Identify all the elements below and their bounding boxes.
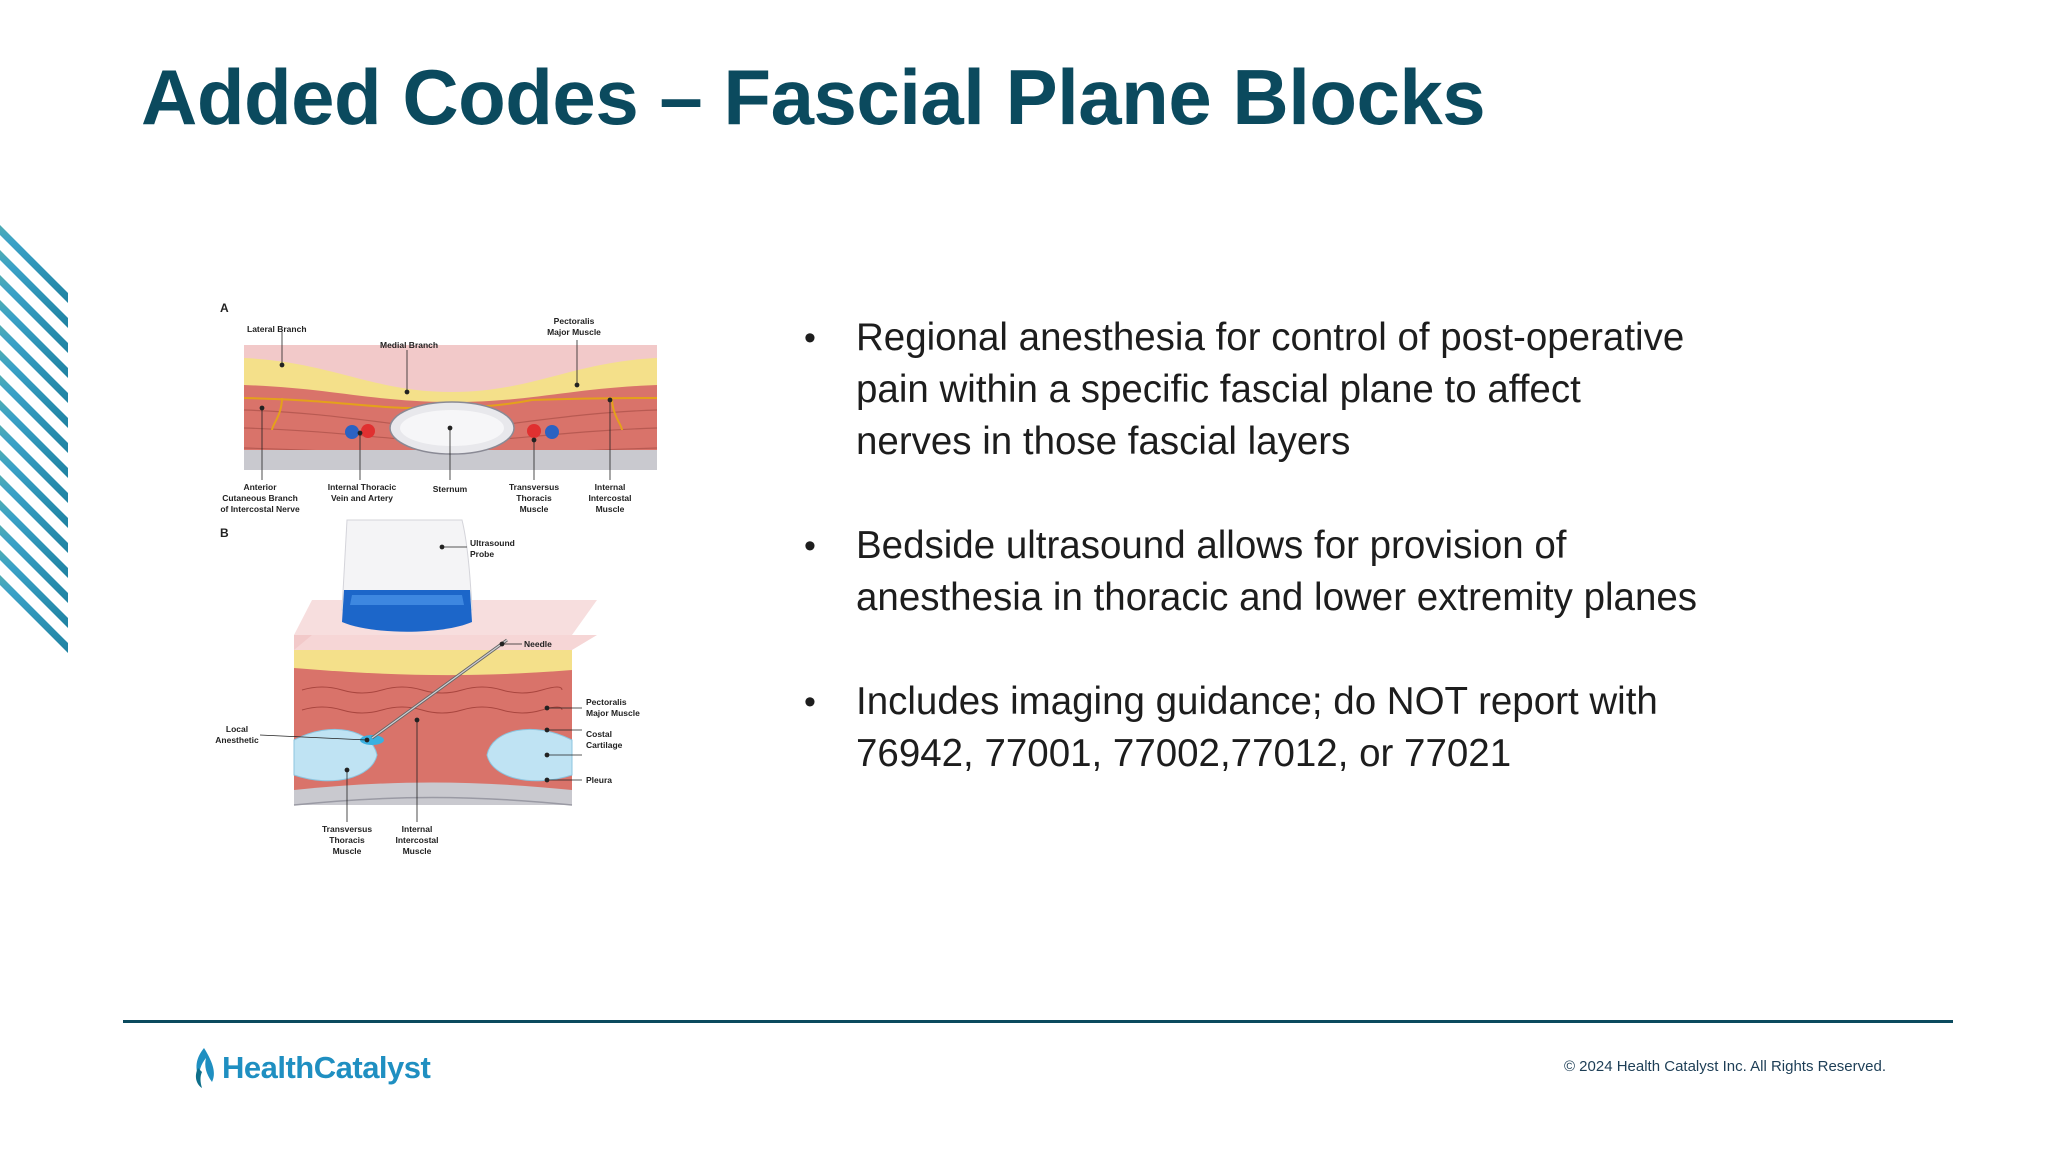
svg-text:Probe: Probe bbox=[470, 549, 494, 559]
svg-text:Muscle: Muscle bbox=[403, 846, 432, 855]
bullet-item: • Regional anesthesia for control of post… bbox=[800, 312, 1700, 468]
svg-text:Intercostal: Intercostal bbox=[589, 493, 632, 503]
svg-text:Internal: Internal bbox=[595, 482, 626, 492]
svg-text:Intercostal: Intercostal bbox=[396, 835, 439, 845]
bullet-dot: • bbox=[804, 527, 816, 565]
decorative-stripes bbox=[0, 220, 68, 655]
svg-text:Muscle: Muscle bbox=[596, 504, 625, 514]
svg-text:Major Muscle: Major Muscle bbox=[586, 708, 640, 718]
svg-text:of Intercostal Nerve: of Intercostal Nerve bbox=[220, 504, 300, 514]
svg-text:Pectoralis: Pectoralis bbox=[586, 697, 627, 707]
flame-icon bbox=[195, 1048, 214, 1088]
anatomy-figure: A Lateral Branch Medial Bra bbox=[215, 301, 658, 855]
svg-text:Pleura: Pleura bbox=[586, 775, 612, 785]
bullet-text: Regional anesthesia for control of post-… bbox=[856, 316, 1685, 463]
footer-divider bbox=[123, 1020, 1953, 1023]
svg-text:Thoracis: Thoracis bbox=[516, 493, 552, 503]
bullet-dot: • bbox=[804, 319, 816, 357]
panel-a-letter: A bbox=[220, 301, 229, 315]
copyright-notice: © 2024 Health Catalyst Inc. All Rights R… bbox=[1563, 1058, 1886, 1075]
svg-text:Anesthetic: Anesthetic bbox=[215, 735, 259, 745]
bullet-item: • Bedside ultrasound allows for provision… bbox=[800, 520, 1700, 624]
svg-text:Transversus: Transversus bbox=[509, 482, 559, 492]
panel-b-letter: B bbox=[220, 526, 229, 540]
svg-text:Local: Local bbox=[226, 724, 248, 734]
slide-title: Added Codes – Fascial Plane Blocks bbox=[141, 53, 1486, 141]
svg-text:Needle: Needle bbox=[524, 639, 552, 649]
svg-text:Medial Branch: Medial Branch bbox=[380, 340, 438, 350]
svg-text:Major Muscle: Major Muscle bbox=[547, 327, 601, 337]
svg-text:Cartilage: Cartilage bbox=[586, 740, 623, 750]
bullet-list: • Regional anesthesia for control of post… bbox=[800, 312, 1700, 832]
panel-b-illustration bbox=[293, 519, 597, 806]
svg-text:Vein and Artery: Vein and Artery bbox=[331, 493, 393, 503]
bullet-text: Includes imaging guidance; do NOT report… bbox=[856, 680, 1658, 775]
bullet-item: • Includes imaging guidance; do NOT repor… bbox=[800, 676, 1700, 780]
panel-a-illustration bbox=[243, 345, 658, 470]
svg-text:Sternum: Sternum bbox=[433, 484, 468, 494]
svg-text:Costal: Costal bbox=[586, 729, 612, 739]
svg-text:Lateral Branch: Lateral Branch bbox=[247, 324, 307, 334]
bullet-dot: • bbox=[804, 683, 816, 721]
svg-text:Anterior: Anterior bbox=[243, 482, 277, 492]
svg-text:Internal: Internal bbox=[402, 824, 433, 834]
svg-text:Thoracis: Thoracis bbox=[329, 835, 365, 845]
logo-text: HealthCatalyst bbox=[222, 1050, 431, 1085]
svg-text:Muscle: Muscle bbox=[333, 846, 362, 855]
svg-text:Muscle: Muscle bbox=[520, 504, 549, 514]
svg-text:Transversus: Transversus bbox=[322, 824, 372, 834]
svg-text:Internal Thoracic: Internal Thoracic bbox=[328, 482, 397, 492]
svg-text:Ultrasound: Ultrasound bbox=[470, 538, 515, 548]
health-catalyst-logo: HealthCatalyst bbox=[192, 1046, 431, 1090]
svg-text:Pectoralis: Pectoralis bbox=[554, 316, 595, 326]
bullet-text: Bedside ultrasound allows for provision … bbox=[856, 524, 1698, 619]
svg-text:Cutaneous Branch: Cutaneous Branch bbox=[222, 493, 298, 503]
